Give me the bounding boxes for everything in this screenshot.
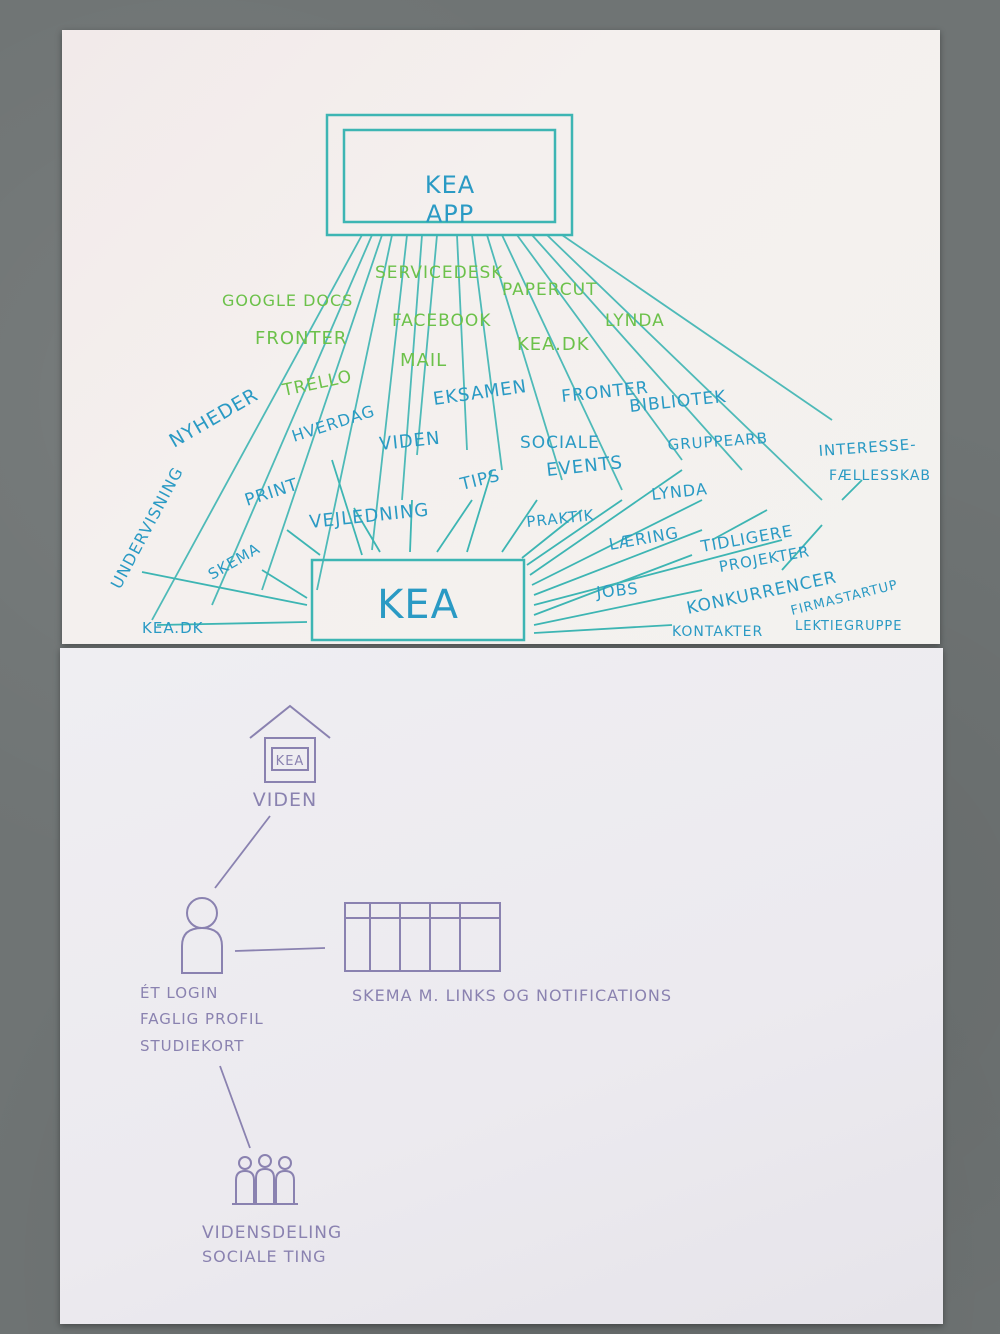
label-eksamen: EKSAMEN [432,376,529,410]
label-vejledning: VEJLEDNING [308,499,430,532]
label-jobs: JOBS [594,579,639,602]
label-print: PRINT [242,475,301,511]
line-person-schedule [234,947,326,952]
label-interesse: INTERESSE- [818,435,917,460]
people-group-icon [232,1154,298,1205]
bottom-sketch: KEA VIDEN SKEMA M. LINKS OG NOTIFICATION… [140,704,672,1266]
house-label: KEA [276,754,305,769]
login-line-3: STUDIEKORT [140,1037,244,1055]
label-lektiegruppe: LEKTIEGRUPPE [795,619,902,634]
connection-lines [151,234,833,621]
kea-box-label: KEA [377,582,459,628]
label-trello: TRELLO [280,367,354,401]
viden-label: VIDEN [253,789,317,811]
label-events: EVENTS [545,452,624,481]
app-screen-box [325,113,574,237]
label-mail: MAIL [400,350,447,371]
label-sociale: SOCIALE [520,433,600,453]
line-house-person [214,815,271,889]
label-servicedesk: SERVICEDESK [375,263,503,283]
label-tips: TIPS [457,466,502,495]
house-icon [249,704,331,783]
sharing-line-2: SOCIALE TING [202,1247,327,1266]
label-kontakter: KONTAKTER [672,624,763,640]
label-fronter-green: FRONTER [255,328,347,349]
label-kea-dk-green: KEA.DK [517,334,590,355]
label-laering: LÆRING [607,523,680,554]
bottom-paper-sheet: KEA VIDEN SKEMA M. LINKS OG NOTIFICATION… [60,648,943,1324]
label-google-docs: GOOGLE DOCS [222,291,353,310]
label-praktik: PRAKTIK [526,506,596,531]
login-line-1: ÉT LOGIN [140,983,218,1002]
schedule-grid-icon [344,902,501,972]
app-box-line1: KEA [425,171,475,199]
schedule-label: SKEMA M. LINKS OG NOTIFICATIONS [352,986,672,1005]
label-nyheder: NYHEDER [166,384,263,453]
label-lynda-green: LYNDA [605,311,665,331]
person-icon [181,897,223,974]
label-papercut: PAPERCUT [502,280,597,300]
label-facebook: FACEBOOK [392,311,491,331]
label-viden: VIDEN [378,428,441,455]
top-sketch: KEA APP KEA [107,113,931,642]
kea-box [310,558,526,642]
label-gruppearb: GRUPPEARB [667,429,769,454]
kea-connection-lines [141,459,863,634]
label-faellesskab: FÆLLESSKAB [829,468,931,484]
app-box-line2: APP [426,200,474,228]
sharing-line-1: VIDENSDELING [202,1223,342,1243]
top-paper-sheet: KEA APP KEA [62,30,940,644]
label-skema: SKEMA [205,539,263,583]
label-kea-dk-blue: KEA.DK [142,619,204,637]
line-login-group [219,1065,251,1149]
login-line-2: FAGLIG PROFIL [140,1010,264,1028]
label-hverdag: HVERDAG [289,401,377,446]
